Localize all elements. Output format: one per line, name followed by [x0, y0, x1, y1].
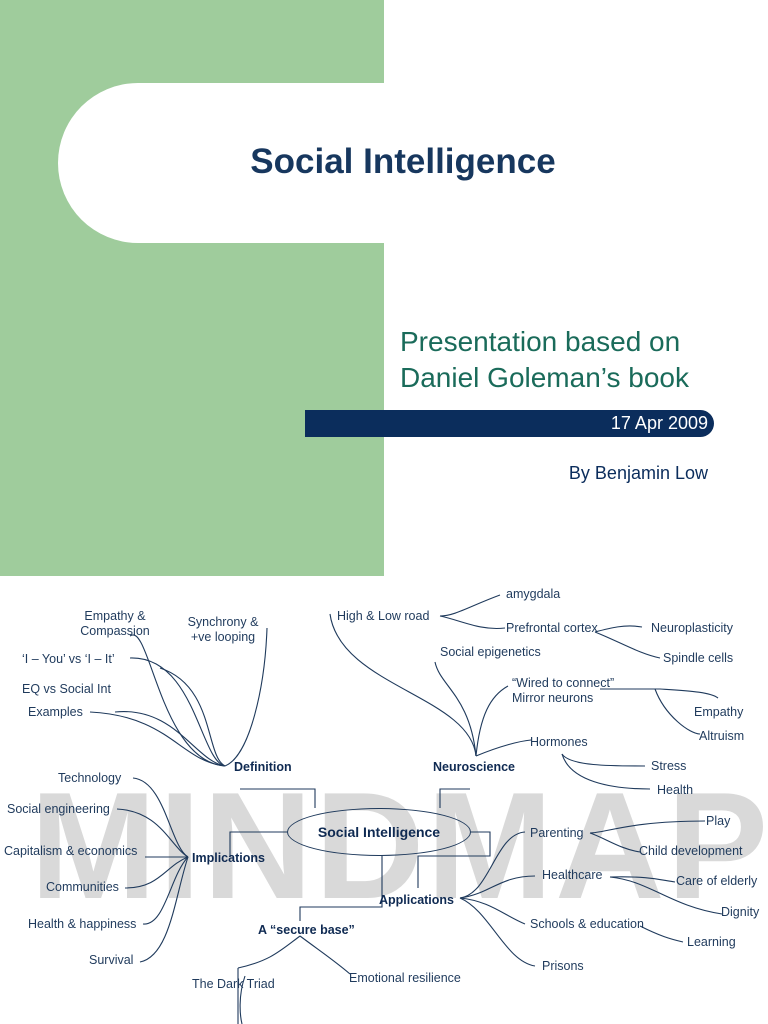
node-wired-line1: “Wired to connect”: [512, 676, 615, 690]
branch-implications: Implications: [192, 851, 265, 865]
node-capitalism: Capitalism & economics: [4, 844, 138, 858]
node-technology: Technology: [58, 771, 122, 785]
slide-title: Social Intelligence: [250, 142, 556, 181]
node-health: Health: [657, 783, 694, 797]
title-slide: Social Intelligence Presentation based o…: [0, 0, 768, 576]
node-dark-triad: The Dark Triad: [192, 977, 275, 991]
node-emotional-resilience: Emotional resilience: [349, 971, 461, 985]
node-stress: Stress: [651, 759, 687, 773]
node-survival: Survival: [89, 953, 134, 967]
node-empathy: Empathy: [694, 705, 744, 719]
node-spindle-cells: Spindle cells: [663, 651, 734, 665]
center-node-label: Social Intelligence: [317, 824, 441, 840]
node-communities: Communities: [46, 880, 119, 894]
node-empathy-line1: Empathy &: [84, 609, 146, 623]
node-neuroplasticity: Neuroplasticity: [651, 621, 733, 635]
subtitle-line-1: Presentation based on: [400, 326, 681, 357]
node-care-of-elderly: Care of elderly: [676, 874, 758, 888]
node-examples: Examples: [28, 705, 83, 719]
node-prefrontal-cortex: Prefrontal cortex: [506, 621, 598, 635]
node-parenting: Parenting: [530, 826, 584, 840]
subtitle-line-2: Daniel Goleman’s book: [400, 362, 689, 393]
node-synchrony-line2: +ve looping: [190, 630, 256, 644]
title-pill: [58, 83, 398, 243]
node-wired-to-connect: “Wired to connect” Mirror neurons: [512, 676, 614, 706]
branch-neuroscience: Neuroscience: [433, 760, 515, 774]
title-band: [384, 83, 768, 243]
node-wired-line2: Mirror neurons: [512, 691, 594, 705]
node-child-development: Child development: [639, 844, 743, 858]
node-social-engineering: Social engineering: [7, 802, 110, 816]
node-synchrony-line1: Synchrony &: [187, 615, 259, 629]
node-schools-education: Schools & education: [530, 917, 644, 931]
node-empathy-line2: Compassion: [80, 624, 150, 638]
node-learning: Learning: [687, 935, 736, 949]
branch-applications: Applications: [379, 893, 455, 907]
node-synchrony: Synchrony & +ve looping: [180, 615, 266, 645]
node-play: Play: [706, 814, 731, 828]
node-dignity: Dignity: [721, 905, 760, 919]
node-social-epigenetics: Social epigenetics: [440, 645, 541, 659]
node-health-happiness: Health & happiness: [28, 917, 137, 931]
node-eq-vs-social: EQ vs Social Int: [22, 682, 111, 696]
slide-subtitle: Presentation based on Daniel Goleman’s b…: [400, 324, 760, 396]
node-hormones: Hormones: [530, 735, 588, 749]
date-bar: 17 Apr 2009: [305, 410, 714, 437]
node-empathy-compassion: Empathy & Compassion: [74, 609, 156, 639]
slide-author: By Benjamin Low: [568, 463, 708, 483]
node-healthcare: Healthcare: [542, 868, 603, 882]
node-i-you: ‘I – You’ vs ‘I – It’: [22, 652, 115, 666]
node-high-low-road: High & Low road: [337, 609, 430, 623]
node-amygdala: amygdala: [506, 587, 561, 601]
center-node: [287, 808, 471, 856]
slide-date: 17 Apr 2009: [610, 413, 708, 433]
branch-definition: Definition: [234, 760, 292, 774]
node-prisons: Prisons: [542, 959, 584, 973]
branch-secure-base: A “secure base”: [258, 923, 355, 937]
node-altruism: Altruism: [699, 729, 745, 743]
mindmap-slide: MINDMAP: [0, 576, 768, 1024]
mindmap-connectors: [89, 594, 723, 1024]
